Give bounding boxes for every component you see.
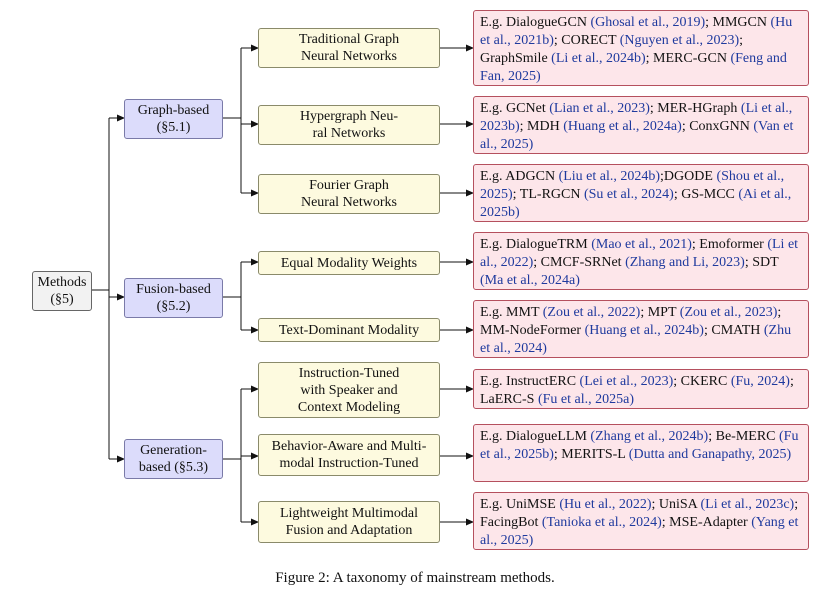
- citation-link[interactable]: (Feng and Fan, 2025): [480, 51, 787, 84]
- citation-link[interactable]: (Shou et al., 2025): [480, 169, 785, 202]
- leaf-text: E.g. DialogueTRM (Mao et al., 2021); Emo…: [480, 236, 802, 290]
- leaf-text: E.g. MMT (Zou et al., 2022); MPT (Zou et…: [480, 304, 802, 358]
- method-name-text: ; TL-RGCN: [512, 187, 584, 202]
- subcategory-text-dominant-modality: Text-Dominant Modality: [258, 318, 440, 342]
- citation-link[interactable]: (Nguyen et al., 2023): [619, 33, 740, 48]
- method-name-text: ; MERITS-L: [553, 447, 629, 462]
- method-name-text: E.g. InstructERC: [480, 374, 580, 389]
- leaf-text: E.g. DialogueGCN (Ghosal et al., 2019); …: [480, 14, 802, 86]
- leaf-text: E.g. GCNet (Lian et al., 2023); MER-HGra…: [480, 100, 802, 154]
- citation-link[interactable]: (Ghosal et al., 2019): [590, 15, 706, 30]
- method-name-text: E.g. ADGCN: [480, 169, 559, 184]
- method-name-text: ; MM-NodeFormer: [480, 305, 782, 338]
- figure-caption: Figure 2: A taxonomy of mainstream metho…: [275, 570, 555, 586]
- method-name-text: ; CKERC: [673, 374, 731, 389]
- citation-link[interactable]: (Van et al., 2025): [480, 119, 794, 152]
- method-name-text: ; GS-MCC: [673, 187, 739, 202]
- citation-link[interactable]: (Li et al., 2022): [480, 237, 799, 270]
- citation-link[interactable]: (Zou et al., 2022): [542, 305, 641, 320]
- citation-link[interactable]: (Li et al., 2023c): [700, 497, 795, 512]
- leaf-methods-lightweight-multimodal: E.g. UniMSE (Hu et al., 2022); UniSA (Li…: [473, 492, 809, 550]
- method-name-text: ; MSE-Adapter: [661, 515, 752, 530]
- citation-link[interactable]: (Zhang et al., 2024b): [590, 429, 709, 444]
- method-name-text: ; CMCF-SRNet: [533, 255, 626, 270]
- method-name-text: ; MERC-GCN: [645, 51, 731, 66]
- leaf-methods-text-dominant: E.g. MMT (Zou et al., 2022); MPT (Zou et…: [473, 300, 809, 358]
- citation-link[interactable]: (Mao et al., 2021): [591, 237, 692, 252]
- citation-link[interactable]: (Yang et al., 2025): [480, 515, 799, 548]
- citation-link[interactable]: (Su et al., 2024): [583, 187, 674, 202]
- citation-link[interactable]: (Huang et al., 2024a): [563, 119, 682, 134]
- leaf-methods-fourier-gnn: E.g. ADGCN (Liu et al., 2024b);DGODE (Sh…: [473, 164, 809, 222]
- method-name-text: ; LaERC-S: [480, 374, 794, 407]
- citation-link[interactable]: (Dutta and Ganapathy, 2025): [628, 447, 792, 462]
- citation-link[interactable]: (Fu, 2024): [730, 374, 790, 389]
- subcategory-equal-modality-weights: Equal Modality Weights: [258, 251, 440, 275]
- leaf-text: E.g. DialogueLLM (Zhang et al., 2024b); …: [480, 428, 802, 464]
- citation-link[interactable]: (Ai et al., 2025b): [480, 187, 792, 220]
- method-name-text: ; MPT: [640, 305, 680, 320]
- citation-link[interactable]: (Hu et al., 2021b): [480, 15, 793, 48]
- method-name-text: ; SDT: [744, 255, 779, 270]
- leaf-text: E.g. ADGCN (Liu et al., 2024b);DGODE (Sh…: [480, 168, 802, 222]
- method-name-text: ; CORECT: [553, 33, 620, 48]
- citation-link[interactable]: (Zhang and Li, 2023): [625, 255, 745, 270]
- method-name-text: ; MMGCN: [705, 15, 771, 30]
- citation-link[interactable]: (Tanioka et al., 2024): [541, 515, 662, 530]
- leaf-methods-equal-modality: E.g. DialogueTRM (Mao et al., 2021); Emo…: [473, 232, 809, 290]
- method-name-text: ; FacingBot: [480, 497, 799, 530]
- leaf-methods-behavior-aware: E.g. DialogueLLM (Zhang et al., 2024b); …: [473, 424, 809, 482]
- category-graph-based: Graph-based (§5.1): [124, 99, 223, 139]
- method-name-text: ; GraphSmile: [480, 33, 743, 66]
- citation-link[interactable]: (Zou et al., 2023): [679, 305, 778, 320]
- method-name-text: ; ConxGNN: [681, 119, 754, 134]
- leaf-methods-hypergraph-nn: E.g. GCNet (Lian et al., 2023); MER-HGra…: [473, 96, 809, 154]
- leaf-methods-instruction-tuned: E.g. InstructERC (Lei et al., 2023); CKE…: [473, 369, 809, 409]
- leaf-methods-traditional-gnn: E.g. DialogueGCN (Ghosal et al., 2019); …: [473, 10, 809, 86]
- method-name-text: ; Be-MERC: [708, 429, 779, 444]
- subcategory-behavior-aware: Behavior-Aware and Multi- modal Instruct…: [258, 434, 440, 476]
- subcategory-traditional-gnn: Traditional Graph Neural Networks: [258, 28, 440, 68]
- subcategory-lightweight-multimodal: Lightweight Multimodal Fusion and Adapta…: [258, 501, 440, 543]
- citation-link[interactable]: (Fu et al., 2025a): [537, 392, 634, 407]
- subcategory-hypergraph-nn: Hypergraph Neu- ral Networks: [258, 105, 440, 145]
- method-name-text: ; MER-HGraph: [649, 101, 741, 116]
- method-name-text: ; Emoformer: [691, 237, 768, 252]
- method-name-text: E.g. DialogueTRM: [480, 237, 592, 252]
- method-name-text: E.g. DialogueLLM: [480, 429, 591, 444]
- citation-link[interactable]: (Li et al., 2023b): [480, 101, 793, 134]
- subcategory-instruction-tuned: Instruction-Tuned with Speaker and Conte…: [258, 362, 440, 418]
- method-name-text: E.g. MMT: [480, 305, 543, 320]
- leaf-text: E.g. UniMSE (Hu et al., 2022); UniSA (Li…: [480, 496, 802, 550]
- method-name-text: E.g. DialogueGCN: [480, 15, 591, 30]
- citation-link[interactable]: (Lei et al., 2023): [579, 374, 674, 389]
- citation-link[interactable]: (Li et al., 2024b): [551, 51, 646, 66]
- category-fusion-based: Fusion-based (§5.2): [124, 278, 223, 318]
- method-name-text: ;DGODE: [660, 169, 717, 184]
- method-name-text: E.g. GCNet: [480, 101, 550, 116]
- citation-link[interactable]: (Huang et al., 2024b): [584, 323, 704, 338]
- citation-link[interactable]: (Ma et al., 2024a): [480, 273, 580, 288]
- category-generation-based: Generation- based (§5.3): [124, 439, 223, 479]
- method-name-text: E.g. UniMSE: [480, 497, 560, 512]
- citation-link[interactable]: (Liu et al., 2024b): [558, 169, 661, 184]
- method-name-text: ; MDH: [519, 119, 564, 134]
- citation-link[interactable]: (Zhu et al., 2024): [480, 323, 792, 356]
- citation-link[interactable]: (Lian et al., 2023): [549, 101, 650, 116]
- subcategory-fourier-gnn: Fourier Graph Neural Networks: [258, 174, 440, 214]
- citation-link[interactable]: (Fu et al., 2025b): [480, 429, 799, 462]
- method-name-text: ; UniSA: [651, 497, 701, 512]
- citation-link[interactable]: (Hu et al., 2022): [559, 497, 652, 512]
- leaf-text: E.g. InstructERC (Lei et al., 2023); CKE…: [480, 373, 802, 409]
- method-name-text: ; CMATH: [703, 323, 764, 338]
- root-node-methods: Methods (§5): [32, 271, 92, 311]
